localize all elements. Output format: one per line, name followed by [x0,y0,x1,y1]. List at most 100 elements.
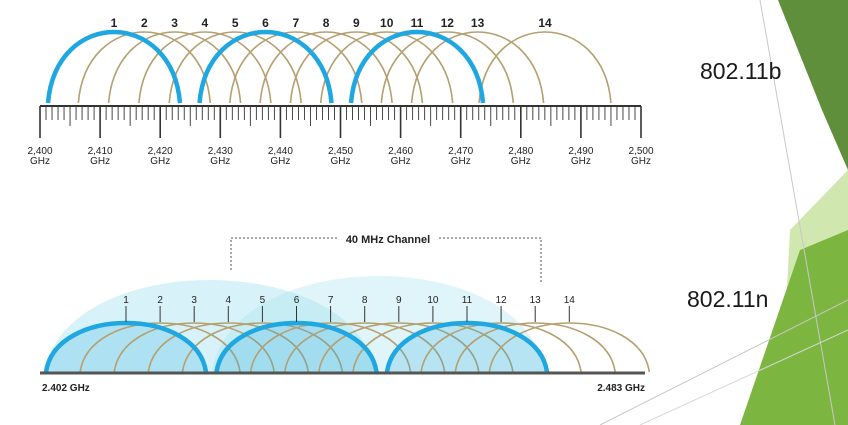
n-channel-arc-7 [249,322,412,373]
standard-label-802-11b: 802.11b [700,58,782,84]
b-channel-arcs [77,31,612,104]
n-channel-number: 14 [564,295,576,306]
b-channel-arc-12 [380,31,515,104]
n-channel-number: 7 [328,295,334,306]
freq-start-label: 2.402 GHz [42,383,90,394]
b-channel-arc-8 [259,31,393,104]
n-channel-number: 12 [496,295,508,306]
n-channel-number: 11 [462,295,473,306]
b-channel-arc-13 [410,31,545,104]
b-channel-number: 10 [380,16,394,30]
freq-tick-value: 2,420 [148,146,173,157]
n-channel-arcs [46,322,651,373]
n-channel-arc-9 [318,322,480,373]
b-channel-arc-9 [289,31,424,104]
decor-line-3 [639,329,848,425]
b-channel-arc-2 [77,31,212,104]
b-highlighted-arcs [45,29,486,104]
decor-line-2 [599,299,848,425]
freq-tick-unit: GHz [150,156,170,167]
freq-tick-value: 2,480 [508,146,533,157]
n-channel-arc-4 [147,322,310,373]
b-channel-number: 5 [232,16,239,30]
b-channel-number: 2 [141,16,148,30]
b-channel-number: 9 [353,16,360,30]
b-channel-arc-5 [168,31,302,104]
b-channel-number: 14 [538,16,552,30]
n-channel-arc-12 [420,322,582,373]
b-channel-number: 7 [292,16,299,30]
n-channel-arc-6 [214,320,379,373]
n-channel-arc-13 [454,322,616,373]
decorative-shapes [599,0,848,425]
b-channel-arc-1 [45,29,183,104]
freq-tick-unit: GHz [451,156,471,167]
b-channel-number: 11 [411,16,424,30]
decor-line-1 [759,0,836,425]
freq-tick-value: 2,450 [328,146,353,157]
b-channel-number: 1 [111,16,118,30]
frequency-ruler [39,105,642,138]
freq-tick-value: 2,500 [628,146,653,157]
freq-tick-unit: GHz [210,156,230,167]
n-channel-number: 4 [226,295,232,306]
b-channel-arc-10 [319,31,454,104]
freq-tick-unit: GHz [90,156,110,167]
n-channel-arc-2 [79,322,241,373]
40mhz-bracket: 40 MHz Channel [230,230,542,283]
b-channel-number: 12 [441,16,455,30]
freq-tick-unit: GHz [391,156,411,167]
freq-tick-value: 2,430 [208,146,233,157]
b-channel-number: 8 [323,16,330,30]
freq-tick-unit: GHz [270,156,290,167]
b-channel-arc-11 [348,29,486,104]
b-channel-number: 4 [202,16,209,30]
n-channel-number: 8 [362,295,368,306]
standard-label-802-11n: 802.11n [687,286,769,312]
n-channel-number: 13 [530,295,542,306]
n-channel-number: 3 [191,295,197,306]
b-channel-number: 13 [471,16,485,30]
freq-tick-value: 2,440 [268,146,293,157]
n-channel-arc-5 [181,322,344,373]
n-channel-arc-10 [352,322,514,373]
bracket-label: 40 MHz Channel [346,234,430,246]
n-channel-number: 5 [260,295,266,306]
b-channel-arc-3 [107,31,242,104]
n-channel-arc-8 [283,322,446,373]
n-channel-number: 9 [396,295,402,306]
n-channel-arc-11 [384,320,550,373]
wide-channel-fill-lower [45,280,375,372]
n-channel-arc-3 [113,322,275,373]
b-channel-arc-6 [197,29,334,104]
freq-tick-value: 2,400 [27,146,52,157]
b-channel-arc-7 [229,31,363,104]
b-channel-arc-14 [478,31,612,104]
b-channel-number: 6 [262,16,269,30]
n-highlighted-arcs [43,320,550,373]
freq-tick-unit: GHz [631,156,651,167]
freq-tick-unit: GHz [30,156,50,167]
green-shape-dark [778,0,848,170]
b-channel-arc-4 [138,31,272,104]
frequency-labels: 2,400GHz2,410GHz2,420GHz2,430GHz2,440GHz… [27,146,653,167]
freq-tick-value: 2,410 [88,146,113,157]
b-channel-number: 3 [171,16,178,30]
n-channel-arc-14 [488,322,651,373]
freq-tick-unit: GHz [331,156,351,167]
n-channel-number: 10 [427,295,439,306]
freq-tick-value: 2,470 [448,146,473,157]
freq-end-label: 2.483 GHz [597,383,645,394]
n-channel-number: 6 [294,295,300,306]
n-channel-number: 2 [157,295,163,306]
bracket-label-bg [338,230,438,246]
bracket-line [230,237,542,283]
n-channel-arc-1 [43,320,209,373]
freq-tick-unit: GHz [571,156,591,167]
freq-tick-unit: GHz [511,156,531,167]
